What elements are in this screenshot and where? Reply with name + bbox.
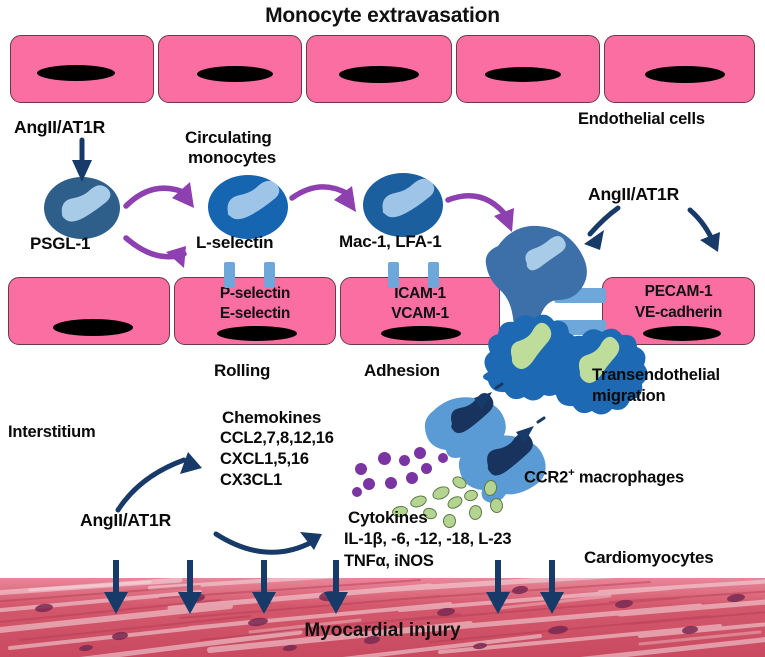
endothelial-cell-top-1 — [10, 35, 154, 103]
angii-at1r-top-left-label: AngII/AT1R — [14, 117, 106, 137]
circulating-monocytes-label-line1: Circulating — [185, 128, 272, 147]
page-title: Monocyte extravasation — [265, 4, 500, 27]
receptor-bar-icam-1 — [388, 262, 399, 288]
ccr2-plus-superscript: + — [568, 467, 575, 479]
cytokine-granule — [442, 513, 457, 529]
interstitium-label: Interstitium — [8, 423, 96, 441]
cardiomyocytes-label: Cardiomyocytes — [584, 548, 714, 567]
chemokines-line-1: CCL2,7,8,12,16 — [220, 429, 334, 447]
psgl1-monocyte — [44, 177, 120, 239]
cell-nucleus — [339, 66, 419, 83]
cell-nucleus — [53, 319, 133, 336]
purple-arrow-lselectin-to-mac1 — [289, 184, 351, 201]
receptor-bar-pecam-bottom — [554, 320, 606, 335]
chemokines-heading: Chemokines — [222, 408, 322, 427]
amoeboid-macrophage-1 — [424, 392, 506, 458]
navy-arrow-right-to-transmigration — [587, 205, 621, 237]
chemokine-dot — [438, 453, 448, 463]
purple-arrow-psgl-to-rolling — [123, 235, 187, 260]
cytokine-granule — [462, 488, 480, 503]
migration-arrow-dashes — [494, 382, 546, 424]
chemokine-dot — [355, 463, 367, 475]
ccr2-text: CCR2 — [524, 468, 569, 487]
macrophages-text: macrophages — [574, 468, 684, 487]
endothelial-cell-bottom-1 — [8, 277, 170, 345]
endothelial-cell-pecam: PECAM-1 VE-cadherin — [602, 277, 755, 345]
receptor-bar-p-selectin-2 — [264, 262, 275, 288]
cell-nucleus — [37, 65, 115, 81]
endothelial-cell-top-5 — [604, 35, 755, 103]
receptor-bar-p-selectin-1 — [224, 262, 235, 288]
endothelial-cells-label: Endothelial cells — [578, 110, 705, 128]
chemokine-dot — [406, 472, 418, 484]
migration-arrowheads — [474, 392, 534, 444]
chemokines-line-3: CX3CL1 — [220, 471, 283, 489]
navy-arrow-bottom-to-chemokines — [115, 457, 187, 513]
navy-arrow-right-to-pecam — [687, 207, 717, 247]
endothelial-cell-rolling: P-selectin E-selectin — [174, 277, 336, 345]
cytokine-granule — [489, 497, 504, 514]
receptor-bar-icam-2 — [428, 262, 439, 288]
endothelial-cell-top-4 — [456, 35, 600, 103]
cytokine-granule — [450, 473, 469, 492]
cytokine-granule — [445, 493, 465, 512]
angii-at1r-bottom-label: AngII/AT1R — [80, 510, 172, 530]
cytokine-granule — [482, 478, 499, 498]
icam-1-label: ICAM-1 — [394, 285, 446, 302]
p-selectin-label: P-selectin — [219, 285, 291, 302]
endothelial-cell-adhesion: ICAM-1 VCAM-1 — [340, 277, 500, 345]
psgl-1-label: PSGL-1 — [30, 234, 91, 253]
chemokine-dot — [378, 452, 391, 465]
navy-arrowheads — [72, 160, 720, 550]
transendothelial-migration-label-line1: Transendothelial — [592, 366, 720, 384]
navy-arrow-bottom-to-cytokines — [213, 531, 315, 555]
lselectin-monocyte — [208, 175, 288, 239]
circulating-monocytes-label-line2: monocytes — [188, 148, 276, 167]
ccr2-macrophages-label: CCR2+ macrophages — [524, 467, 684, 487]
adhesion-label: Adhesion — [364, 361, 440, 380]
myocardial-injury-label: Myocardial injury — [304, 620, 461, 641]
chemokine-dot — [385, 477, 397, 489]
transendothelial-migration-label-line2: migration — [592, 387, 666, 405]
myocardium-svg — [0, 578, 765, 657]
purple-arrow-mac1-to-transmigration — [445, 193, 511, 221]
mac1-lfa1-label: Mac-1, LFA-1 — [339, 232, 442, 251]
purple-arrowheads — [166, 182, 514, 268]
endothelial-cell-top-3 — [306, 35, 452, 103]
e-selectin-label: E-selectin — [219, 305, 291, 322]
purple-arrow-psgl-to-lselectin — [123, 185, 191, 209]
myocardium-histology — [0, 578, 765, 657]
pecam-1-label: PECAM-1 — [644, 283, 713, 300]
rolling-label: Rolling — [214, 361, 271, 380]
vcam-1-label: VCAM-1 — [391, 305, 449, 322]
angii-at1r-right-label: AngII/AT1R — [588, 184, 680, 204]
chemokine-dot — [363, 478, 375, 490]
cell-nucleus — [381, 326, 461, 341]
chemokine-dot — [414, 447, 426, 459]
cell-nucleus — [197, 66, 273, 82]
purple-arrows — [123, 184, 511, 260]
ve-cadherin-label: VE-cadherin — [634, 304, 723, 321]
cytokines-line-2: TNFα, iNOS — [344, 552, 434, 570]
chemokines-line-2: CXCL1,5,16 — [220, 450, 309, 468]
cytokines-heading: Cytokines — [348, 508, 428, 527]
cell-nucleus — [217, 326, 297, 341]
chemokine-dot — [421, 463, 432, 474]
receptor-bar-pecam-top — [554, 288, 606, 303]
cell-nucleus — [643, 326, 721, 341]
mac1-monocyte — [363, 173, 443, 237]
cell-nucleus — [645, 66, 725, 83]
cytokines-line-1: IL-1β, -6, -12, -18, L-23 — [344, 530, 512, 548]
cytokine-granule — [468, 504, 483, 521]
l-selectin-label: L-selectin — [196, 233, 274, 252]
cell-nucleus — [485, 67, 561, 82]
chemokine-dot — [352, 487, 362, 497]
endothelial-cell-top-2 — [158, 35, 302, 103]
chemokine-dot — [399, 455, 410, 466]
